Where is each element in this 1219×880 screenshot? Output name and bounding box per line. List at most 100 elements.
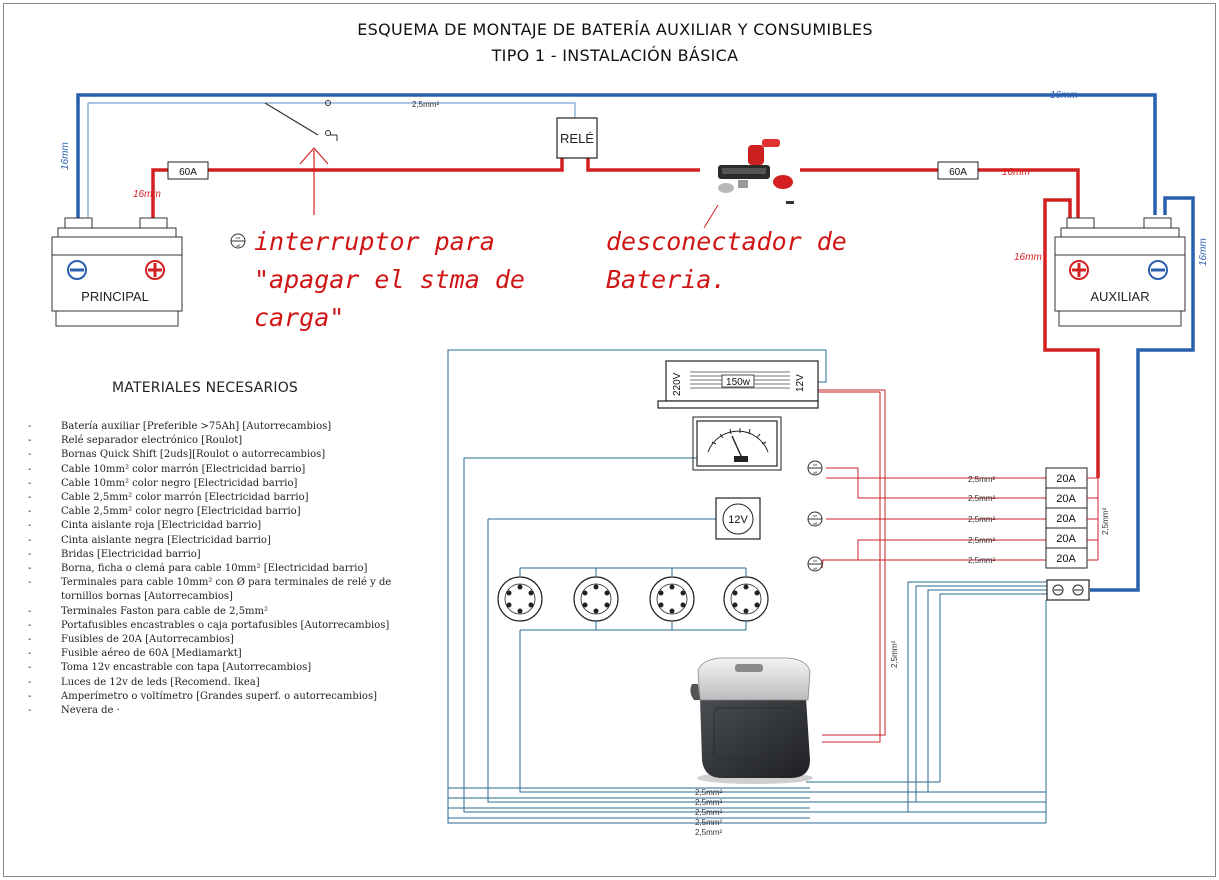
switch-annotation-line2: "apagar el stma de (254, 265, 525, 294)
fuse-icon: 60A (167, 161, 209, 180)
page-frame (3, 3, 1216, 877)
toggle-switch-icon: on off (807, 511, 823, 527)
list-item: Terminales Faston para cable de 2,5mm² (28, 605, 426, 619)
disconnector-annotation-line2: Bateria. (606, 265, 727, 294)
switch-icon (264, 100, 338, 141)
wire-label-fusebox-side: 2,5mm² (1101, 508, 1110, 535)
disconnector-pointer (703, 204, 719, 229)
light-icon (723, 576, 769, 622)
meter-icon (692, 416, 782, 471)
list-item: Cinta aislante roja [Electricidad barrio… (28, 519, 426, 533)
main-fuse-label: 60A (179, 167, 197, 178)
wire-label-bottom-2: 2,5mm² (695, 798, 722, 807)
disconnector-annotation-line1: desconectador de (606, 227, 847, 256)
wire-label-top: 16mm (1050, 90, 1078, 101)
toggle-switch-icon: on off (807, 460, 823, 476)
switch-annotation-line1: interruptor para (254, 227, 495, 256)
list-item: Cable 10mm² color marrón [Electricidad b… (28, 463, 426, 477)
inverter-icon: 150w 220V 12V (657, 360, 819, 409)
svg-text:on: on (813, 558, 817, 563)
list-item: Luces de 12v de leds [Recomend. Ikea] (28, 676, 426, 690)
wire-label-feed-4: 2,5mm² (968, 536, 995, 545)
wire-label-bottom-5: 2,5mm² (695, 828, 722, 837)
wire-label-bottom-1: 2,5mm² (695, 788, 722, 797)
list-item: Toma 12v encastrable con tapa [Autorreca… (28, 661, 426, 675)
socket-icon: 12V (715, 497, 761, 540)
fuse-20a-label: 20A (1056, 473, 1076, 485)
diagram-subtitle: TIPO 1 - INSTALACIÓN BÁSICA (491, 46, 739, 65)
inverter-ac-label: 220V (672, 372, 683, 396)
list-item: Terminales para cable 10mm² con Ø para t… (28, 576, 426, 604)
battery-icon: AUXILIAR (1054, 217, 1186, 327)
svg-text:on: on (813, 462, 817, 467)
list-item: Batería auxiliar [Preferible >75Ah] [Aut… (28, 420, 426, 434)
socket-label: 12V (728, 514, 748, 526)
inverter-dc-label: 12V (795, 374, 806, 392)
light-icon (649, 576, 695, 622)
light-icon (573, 576, 619, 622)
svg-text:off: off (236, 243, 241, 248)
light-icon (497, 576, 543, 622)
list-item: Cinta aislante negra [Electricidad barri… (28, 534, 426, 548)
aux-fuse-label: 60A (949, 167, 967, 178)
list-item: Amperímetro o voltímetro [Grandes superf… (28, 690, 426, 704)
list-item: Cable 10mm² color negro [Electricidad ba… (28, 477, 426, 491)
list-item: Fusibles de 20A [Autorrecambios] (28, 633, 426, 647)
list-item: Nevera de · (28, 704, 426, 718)
list-item: Fusible aéreo de 60A [Mediamarkt] (28, 647, 426, 661)
positive-wire-main-to-relay (151, 158, 564, 220)
wire-label-bottom-3: 2,5mm² (695, 808, 722, 817)
relay-wire-label: 2,5mm² (412, 100, 439, 109)
negative-wire-aux-to-busbar (1090, 196, 1195, 592)
inverter-power: 150w (726, 377, 751, 388)
wire-label-bottom-4: 2,5mm² (695, 818, 722, 827)
relay-label: RELÉ (560, 131, 594, 146)
disconnector-image (700, 133, 800, 205)
bottom-wire-bundle (448, 787, 810, 819)
wire-label-aux-down: 16mm (1014, 252, 1042, 263)
battery-icon: PRINCIPAL (51, 217, 183, 327)
svg-text:off: off (813, 470, 818, 475)
bus-bar-icon (1046, 579, 1090, 601)
wire-label-main-positive: 16mm (133, 189, 161, 200)
fuse-20a-label: 20A (1056, 513, 1076, 525)
wire-label-feed-3: 2,5mm² (968, 515, 995, 524)
list-item: Portafusibles encastrables o caja portaf… (28, 619, 426, 633)
wire-label-feed-1: 2,5mm² (968, 475, 995, 484)
fuse-20a-label: 20A (1056, 553, 1076, 565)
consumer-wiring (447, 349, 1048, 824)
annotation-arrow (299, 147, 329, 215)
fuse-icon: 60A (937, 161, 979, 180)
wire-label-feed-2: 2,5mm² (968, 494, 995, 503)
wire-label-feed-5: 2,5mm² (968, 556, 995, 565)
fridge-image (690, 657, 813, 784)
materials-title: MATERIALES NECESARIOS (112, 380, 299, 396)
svg-text:off: off (813, 566, 818, 571)
wire-label-main-negative: 16mm (60, 142, 71, 170)
list-item: Borna, ficha o clemá para cable 10mm² [E… (28, 562, 426, 576)
wire-label-aux-positive: 16mm (1002, 167, 1030, 178)
list-item: Bridas [Electricidad barrio] (28, 548, 426, 562)
list-item: Cable 2,5mm² color negro [Electricidad b… (28, 505, 426, 519)
toggle-switch-icon: on off (807, 556, 823, 572)
fuse-20a-label: 20A (1056, 493, 1076, 505)
svg-text:on: on (813, 513, 817, 518)
relay-icon: RELÉ (556, 117, 598, 159)
battery-aux-label: AUXILIAR (1090, 289, 1149, 304)
toggle-switch-icon: on off (230, 233, 246, 249)
fuse-box-icon: 20A 20A 20A 20A 20A (1045, 467, 1099, 569)
list-item: Bornas Quick Shift [2uds][Roulot o autor… (28, 448, 426, 462)
list-item: Relé separador electrónico [Roulot] (28, 434, 426, 448)
battery-main-label: PRINCIPAL (81, 289, 149, 304)
svg-text:on: on (236, 235, 240, 240)
negative-main-wire (76, 93, 1157, 220)
list-item: Cable 2,5mm² color marrón [Electricidad … (28, 491, 426, 505)
materials-list: Batería auxiliar [Preferible >75Ah] [Aut… (28, 420, 426, 718)
wire-label-fridge: 2,5mm² (890, 641, 899, 668)
light-wires (519, 568, 747, 630)
diagram-title: ESQUEMA DE MONTAJE DE BATERÍA AUXILIAR Y… (357, 20, 873, 39)
svg-text:off: off (813, 521, 818, 526)
switch-annotation-line3: carga" (254, 303, 345, 332)
relay-signal-wire (87, 102, 576, 220)
